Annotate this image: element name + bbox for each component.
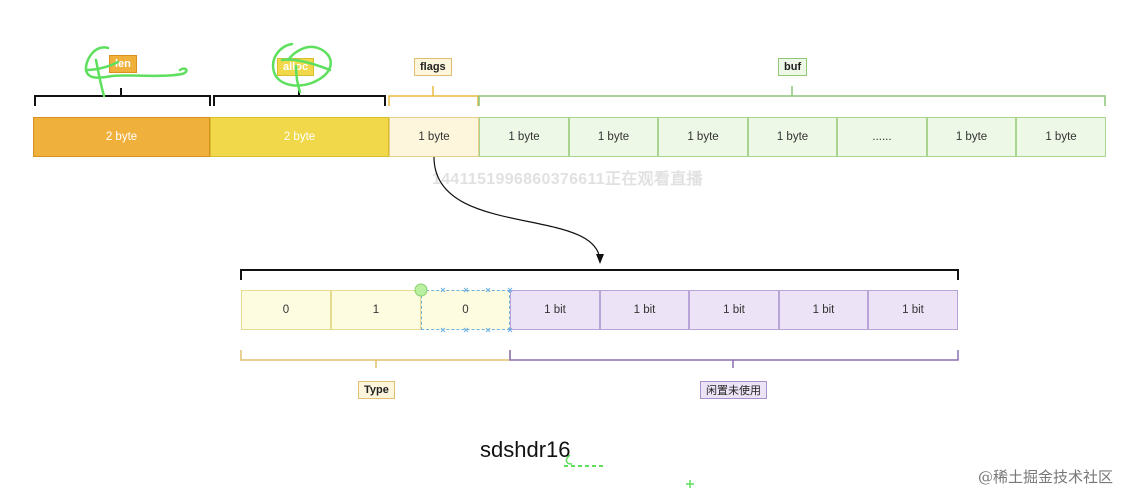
flags-to-bits-arrow [433,156,601,263]
buf-cell: 1 byte [1016,117,1106,157]
type-tag: Type [358,381,395,399]
bits-bracket [240,269,959,280]
buf-cell: 1 byte [569,117,658,157]
alloc-scribble [271,42,332,94]
unused-tag: 闲置未使用 [700,381,767,399]
caption-hook-scribble [565,454,573,465]
type-bit-cell: 0 [241,290,331,330]
buf-tag: buf [778,58,808,76]
len-bracket [34,88,211,106]
unused-bit-cell: 1 bit [689,290,779,330]
len-scribble [84,46,188,98]
type-bracket [240,350,511,368]
live-watermark: 1441151996860376611正在观看直播 [432,171,703,188]
len-tag: len [109,55,137,73]
buf-cell: 1 byte [748,117,837,157]
buf-cell: 1 byte [927,117,1016,157]
plus-icon [686,480,694,488]
alloc-cell: 2 byte [210,117,389,157]
source-credit: @稀土掘金技术社区 [978,468,1114,486]
buf-bracket [478,86,1106,106]
flags-bracket [388,86,479,106]
unused-bit-cell: 1 bit [868,290,958,330]
unused-bit-cell: 1 bit [779,290,868,330]
buf-cell: 1 byte [479,117,569,157]
len-cell: 2 byte [33,117,210,157]
unused-bracket [509,350,959,368]
type-bit-cell: 1 [331,290,421,330]
unused-bit-cell: 1 bit [510,290,600,330]
unused-bit-cell: 1 bit [600,290,689,330]
buf-ellipsis-cell: ...... [837,117,927,157]
flags-tag: flags [414,58,452,76]
diagram-caption: sdshdr16 [480,437,571,462]
arrow-head-icon [596,254,604,264]
selection-handles [414,283,513,333]
flags-cell: 1 byte [389,117,479,157]
buf-cell: 1 byte [658,117,748,157]
